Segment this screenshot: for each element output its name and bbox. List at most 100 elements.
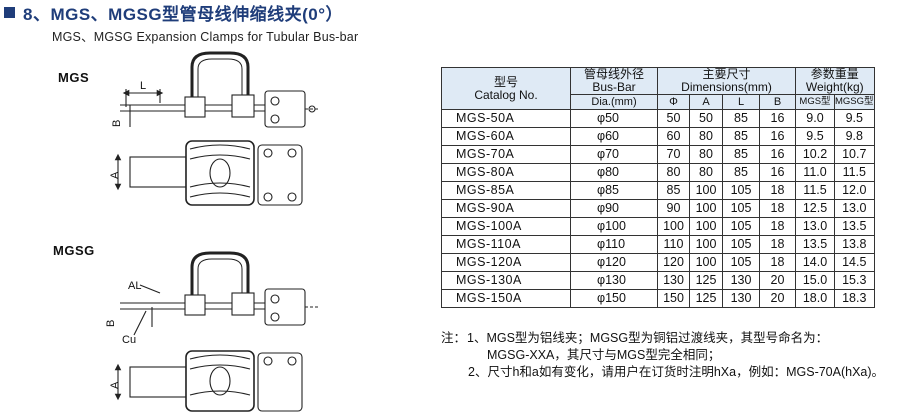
cell-weight-mgsg: 13.5 (834, 217, 875, 236)
cell-a: 100 (689, 253, 723, 272)
dim-label-a: A (109, 171, 121, 179)
header-dia-unit: Dia.(mm) (570, 94, 658, 110)
cell-a: 100 (689, 235, 723, 254)
cell-catalog: MGS-100A (441, 217, 571, 236)
cell-catalog: MGS-50A (441, 109, 571, 128)
cell-b: 18 (759, 199, 796, 218)
cell-weight-mgs: 10.2 (795, 145, 835, 164)
cell-phi: 120 (657, 253, 690, 272)
cell-phi: 85 (657, 181, 690, 200)
cell-l: 105 (722, 235, 760, 254)
header-catalog-en: Catalog No. (474, 87, 538, 102)
cell-weight-mgs: 14.0 (795, 253, 835, 272)
cell-weight-mgs: 18.0 (795, 289, 835, 308)
notes-prefix: 注： (441, 331, 467, 345)
cell-catalog: MGS-80A (441, 163, 571, 182)
cell-catalog: MGS-150A (441, 289, 571, 308)
header-dia-cn: 管母线外径 (583, 67, 644, 81)
model-label-mgsg: MGSG (53, 243, 95, 258)
mgsg-side-view (120, 251, 318, 336)
model-label-mgs: MGS (58, 70, 90, 85)
cell-weight-mgsg: 13.8 (834, 235, 875, 254)
notes: 注：1、MGS型为铝线夹；MGSG型为铜铝过渡线夹，其型号命名为： MGSG-X… (441, 330, 884, 381)
cell-weight-mgs: 9.5 (795, 127, 835, 146)
header-dia-en1: Bus-Bar (592, 80, 636, 94)
cell-weight-mgsg: 9.8 (834, 127, 875, 146)
cell-b: 18 (759, 253, 796, 272)
cell-dia: φ100 (570, 217, 658, 236)
cell-weight-mgsg: 14.5 (834, 253, 875, 272)
cell-phi: 90 (657, 199, 690, 218)
title-text: 8、MGS、MGSG型管母线伸缩线夹(0°） (23, 4, 344, 24)
cell-catalog: MGS-85A (441, 181, 571, 200)
header-catalog-cn: 型号 (493, 74, 518, 89)
header-phi: Φ (657, 94, 690, 110)
cell-dia: φ110 (570, 235, 658, 254)
cell-weight-mgs: 15.0 (795, 271, 835, 290)
cell-dia: φ80 (570, 163, 658, 182)
header-b: B (759, 94, 796, 110)
cell-weight-mgsg: 10.7 (834, 145, 875, 164)
header-dimensions: 主要尺寸 Dimensions(mm) (657, 67, 796, 95)
cell-phi: 60 (657, 127, 690, 146)
cell-l: 85 (722, 145, 760, 164)
cell-a: 80 (689, 163, 723, 182)
header-catalog: 型号 Catalog No. (441, 67, 571, 110)
cell-dia: φ60 (570, 127, 658, 146)
cell-weight-mgs: 9.0 (795, 109, 835, 128)
cell-weight-mgs: 13.0 (795, 217, 835, 236)
cell-l: 85 (722, 109, 760, 128)
cell-b: 18 (759, 217, 796, 236)
cell-dia: φ120 (570, 253, 658, 272)
cell-l: 130 (722, 289, 760, 308)
mgs-side-view (120, 51, 318, 128)
cell-weight-mgsg: 11.5 (834, 163, 875, 182)
dim-label-a-mgsg: A (109, 381, 121, 389)
cell-dia: φ90 (570, 199, 658, 218)
cell-b: 20 (759, 271, 796, 290)
cell-l: 105 (722, 217, 760, 236)
cell-dia: φ130 (570, 271, 658, 290)
cell-b: 16 (759, 163, 796, 182)
header-a: A (689, 94, 723, 110)
cell-b: 16 (759, 145, 796, 164)
cell-b: 18 (759, 235, 796, 254)
cell-weight-mgsg: 15.3 (834, 271, 875, 290)
note-line-3: 2、尺寸h和a如有变化，请用户在订货时注明hXa，例如：MGS-70A(hXa)… (468, 365, 885, 379)
cell-dia: φ70 (570, 145, 658, 164)
cell-a: 100 (689, 199, 723, 218)
cell-phi: 110 (657, 235, 690, 254)
cell-catalog: MGS-90A (441, 199, 571, 218)
cell-l: 105 (722, 253, 760, 272)
cell-l: 105 (722, 199, 760, 218)
title-bullet-square (4, 6, 15, 18)
label-al: AL (128, 280, 141, 292)
dim-label-b-mgsg: B (105, 320, 117, 327)
cell-l: 105 (722, 181, 760, 200)
cell-l: 85 (722, 163, 760, 182)
note-line-2: MGSG-XXA，其尺寸与MGS型完全相同； (487, 348, 721, 362)
cell-catalog: MGS-120A (441, 253, 571, 272)
header-weight-en: Weight(kg) (805, 80, 864, 94)
cell-b: 18 (759, 181, 796, 200)
cell-l: 130 (722, 271, 760, 290)
cell-a: 80 (689, 127, 723, 146)
header-mgsg-type: MGSG型 (834, 94, 875, 110)
cell-phi: 150 (657, 289, 690, 308)
cell-dia: φ50 (570, 109, 658, 128)
spec-table: 型号 Catalog No. 管母线外径 Bus-Bar 主要尺寸 Dimens… (441, 67, 875, 308)
label-cu: Cu (122, 334, 136, 346)
cell-a: 100 (689, 217, 723, 236)
cell-weight-mgs: 11.5 (795, 181, 835, 200)
technical-drawings: L B A AL Cu B (105, 51, 318, 412)
cell-phi: 130 (657, 271, 690, 290)
cell-a: 100 (689, 181, 723, 200)
cell-phi: 80 (657, 163, 690, 182)
